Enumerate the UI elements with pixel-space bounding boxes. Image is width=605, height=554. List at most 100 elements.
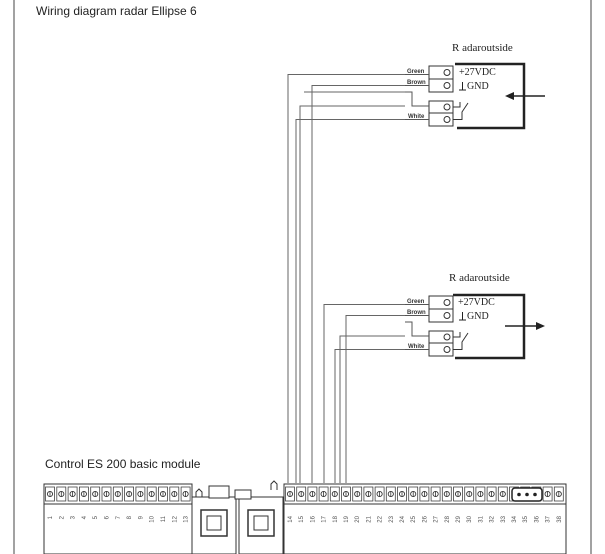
terminal-8 xyxy=(124,486,134,502)
terminal-number: 32 xyxy=(490,515,496,522)
terminal-number: 16 xyxy=(310,515,316,522)
screw-icon xyxy=(466,490,473,498)
radar-top-heading: R adaroutside xyxy=(452,42,513,54)
screw-icon xyxy=(443,299,451,306)
radar-bottom-wire-white: White xyxy=(408,344,425,350)
screw-icon xyxy=(544,490,551,498)
terminal-number: 3 xyxy=(71,515,77,519)
ground-symbol-icon xyxy=(459,312,466,321)
radar-top: R adaroutside +27VDC GND Green Brown Whi… xyxy=(405,42,545,130)
screw-icon xyxy=(58,490,65,498)
terminal-33 xyxy=(497,486,508,502)
screw-icon xyxy=(114,490,121,498)
terminal-number: 2 xyxy=(59,515,65,519)
terminal-number: 14 xyxy=(288,515,294,522)
terminal-number: 22 xyxy=(378,515,384,522)
terminal-number: 8 xyxy=(127,515,133,519)
screw-icon xyxy=(69,490,76,498)
module-body-left xyxy=(43,503,193,554)
screw-icon xyxy=(159,490,167,498)
jumper-block xyxy=(208,485,230,499)
terminal-number: 26 xyxy=(422,515,428,522)
terminal-number: 19 xyxy=(344,515,350,522)
screw-icon xyxy=(443,69,451,76)
screw-icon xyxy=(443,103,451,111)
terminal-number: 37 xyxy=(546,515,552,522)
screw-icon xyxy=(354,490,361,498)
radar-bottom-wire-green: Green xyxy=(407,299,425,305)
terminal-28 xyxy=(441,486,452,502)
screw-icon xyxy=(443,346,451,353)
terminal-20 xyxy=(352,486,363,502)
terminal-13 xyxy=(180,486,191,502)
terminal-number: 27 xyxy=(434,515,440,522)
arrow-right-icon xyxy=(536,322,545,330)
screw-icon xyxy=(286,490,294,498)
terminal-12 xyxy=(169,486,180,502)
screw-icon xyxy=(137,490,144,498)
terminal-number: 31 xyxy=(478,515,484,522)
terminal-number: 21 xyxy=(366,515,372,522)
terminal-11 xyxy=(158,486,168,502)
arrow-left-icon xyxy=(505,92,514,100)
terminal-9 xyxy=(135,486,146,502)
ground-symbol-icon xyxy=(459,82,466,91)
terminal-number: 23 xyxy=(389,515,395,522)
terminal-3 xyxy=(67,486,78,502)
screw-icon xyxy=(182,490,189,498)
terminal-number: 20 xyxy=(355,515,361,522)
module-body-right xyxy=(283,503,567,554)
screw-icon xyxy=(499,490,506,498)
screw-icon xyxy=(365,490,372,498)
screw-icon xyxy=(443,333,451,341)
terminal-number: 7 xyxy=(116,515,122,519)
radar-bottom-ground: GND xyxy=(467,311,489,322)
terminal-number: 24 xyxy=(400,515,406,522)
screw-icon xyxy=(477,490,484,498)
screw-icon xyxy=(443,116,451,123)
terminal-number: 6 xyxy=(105,515,111,519)
screw-icon xyxy=(555,490,562,498)
terminal-number: 10 xyxy=(150,515,156,522)
radar-bottom-heading: R adaroutside xyxy=(449,272,510,284)
screw-icon xyxy=(103,490,110,498)
screw-icon xyxy=(171,490,178,498)
wire-bottom-green xyxy=(323,304,405,483)
terminal-number: 13 xyxy=(184,515,190,522)
terminal-29 xyxy=(453,486,463,502)
terminal-4 xyxy=(79,486,89,502)
terminal-32 xyxy=(486,486,497,502)
screw-icon xyxy=(421,490,428,498)
terminal-number: 33 xyxy=(501,515,507,522)
screw-icon xyxy=(342,490,350,498)
relay-contact-icon xyxy=(453,332,469,350)
terminal-31 xyxy=(475,486,486,502)
terminal-5 xyxy=(90,486,101,502)
radar-bottom: R adaroutside +27VDC GND Green Brown Whi… xyxy=(405,272,545,360)
terminal-26 xyxy=(419,486,430,502)
terminal-number: 12 xyxy=(172,515,178,522)
relay-contact-icon xyxy=(453,102,469,120)
wire-bottom-brown xyxy=(345,315,405,483)
module-title: Control ES 200 basic module xyxy=(45,457,201,471)
screw-icon xyxy=(80,490,87,498)
radar-top-wire-white: White xyxy=(408,114,425,120)
terminal-number: 38 xyxy=(557,515,563,522)
terminal-37 xyxy=(542,486,553,502)
terminal-number: 5 xyxy=(93,515,99,519)
terminal-30 xyxy=(464,486,475,502)
rj-connector-1 xyxy=(191,496,237,554)
screw-icon xyxy=(331,490,338,498)
screw-icon xyxy=(443,490,450,498)
screw-icon xyxy=(376,490,383,498)
radar-top-wire-green: Green xyxy=(407,69,425,75)
terminal-number: 18 xyxy=(333,515,339,522)
wire-bottom-relay xyxy=(339,335,405,483)
screw-icon xyxy=(454,490,462,498)
terminal-1 xyxy=(45,486,55,502)
terminal-6 xyxy=(101,486,112,502)
screw-icon xyxy=(298,490,305,498)
radar-top-ground: GND xyxy=(467,81,489,92)
terminal-number: 9 xyxy=(138,515,144,519)
